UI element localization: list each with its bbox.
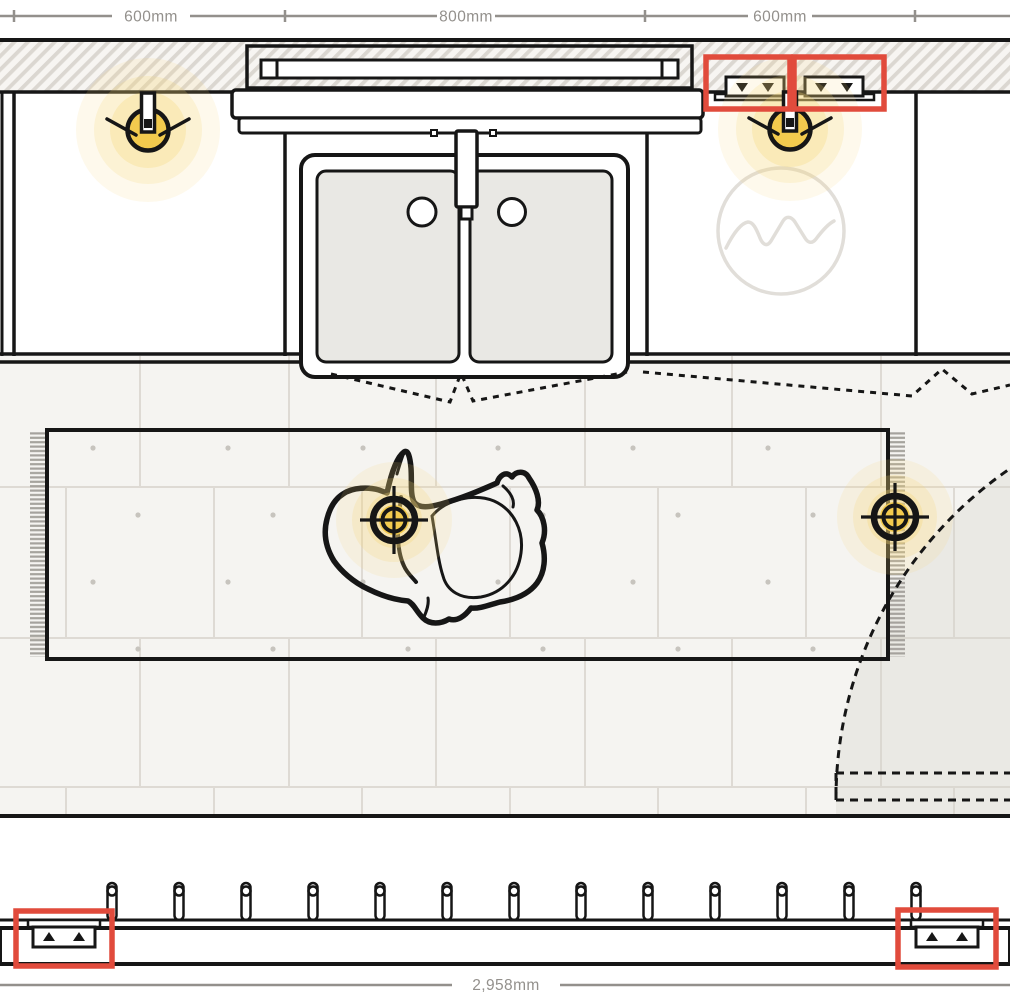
- dimension-label: 600mm: [124, 9, 178, 26]
- bottom-wall: [0, 926, 1010, 966]
- door-swing-area[interactable]: [835, 470, 1010, 814]
- socket-highlight-box[interactable]: [895, 907, 999, 970]
- drain-left: [406, 196, 438, 228]
- rug-fringe-left: [30, 432, 47, 657]
- dimension-label: 800mm: [439, 9, 493, 26]
- dimension-label: 600mm: [753, 9, 807, 26]
- leader-line-right: [642, 367, 1010, 398]
- tap-icon: [454, 129, 479, 221]
- socket-highlight-box[interactable]: [13, 908, 115, 969]
- window-sill: [230, 88, 705, 137]
- window[interactable]: [245, 44, 694, 90]
- socket-highlight-box[interactable]: [703, 54, 793, 112]
- sink-icon[interactable]: [299, 153, 630, 379]
- drain-right: [497, 197, 527, 227]
- rug-dot-pattern: [49, 432, 886, 657]
- recessed-light-icon[interactable]: [837, 459, 953, 575]
- dimension-line-top: 600mm 800mm 600mm: [0, 9, 1010, 26]
- recessed-light-icon[interactable]: [336, 462, 452, 578]
- rug[interactable]: [30, 428, 905, 661]
- radiator-icon[interactable]: [0, 881, 1010, 922]
- door-swing-icon[interactable]: [834, 468, 1010, 802]
- dimension-line-bottom: 2,958mm: [0, 977, 1010, 994]
- double-socket-icon[interactable]: [26, 918, 102, 949]
- socket-highlight-box[interactable]: [791, 54, 887, 112]
- dimension-label: 2,958mm: [472, 977, 539, 994]
- wall-light-icon[interactable]: [76, 58, 220, 202]
- double-socket-icon[interactable]: [909, 918, 985, 949]
